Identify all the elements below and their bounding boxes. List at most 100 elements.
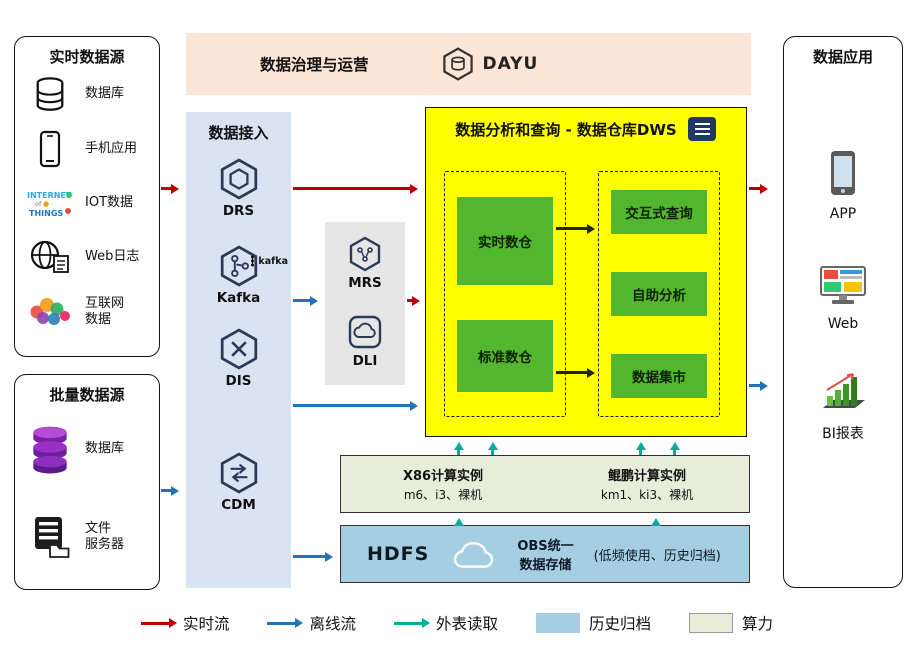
x86-specs: m6、i3、裸机 (403, 488, 483, 502)
app-item-label: Web (827, 316, 859, 332)
history-archive-swatch (536, 613, 580, 633)
app-item-web: Web (784, 265, 902, 332)
hdfs-label: HDFS (367, 543, 430, 565)
module-data-mart: 数据集市 (611, 354, 707, 398)
service-drs: DRS (186, 158, 291, 219)
svg-text:THINGS: THINGS (29, 209, 63, 218)
app-item-label: APP (829, 206, 857, 222)
dayu-logo: DAYU (441, 47, 539, 81)
service-label: Kafka (216, 290, 261, 306)
svg-text:INTERNET: INTERNET (27, 191, 72, 200)
flow-ingestion-to-dws-offline (293, 404, 415, 407)
source-item-label: Web日志 (85, 248, 140, 264)
service-mrs: MRS (325, 236, 405, 291)
legend-item-external-read: 外表读取 (393, 612, 498, 634)
bi-chart-icon (823, 373, 865, 408)
flow-realtime-sources-to-ingestion (161, 187, 176, 190)
obs-cloud-icon (454, 542, 494, 568)
processing-panel: MRS DLI (325, 222, 405, 385)
flow-dws-to-applications-realtime (749, 187, 765, 190)
dws-panel: 数据分析和查询 - 数据仓库DWS 实时数仓 标准数仓 交互式查询 自助分析 数… (425, 107, 747, 437)
flow-warehouse-to-query (556, 227, 592, 230)
legend-item-history-archive: 历史归档 (536, 612, 651, 634)
dli-icon (348, 315, 382, 349)
realtime-sources-title: 实时数据源 (49, 48, 125, 66)
legend-label: 历史归档 (589, 615, 652, 633)
offline-flow-arrow-icon (267, 621, 301, 625)
source-item-internet-data: 互联网 数据 (15, 284, 159, 340)
service-dli: DLI (325, 314, 405, 369)
mrs-icon (349, 236, 381, 272)
database-icon (21, 76, 79, 114)
source-item-label: 数据库 (85, 440, 125, 456)
svg-text:●: ● (43, 200, 49, 208)
internet-data-icon (21, 295, 79, 329)
governance-banner: 数据治理与运营 DAYU (186, 33, 751, 95)
source-item-label: 文件 服务器 (85, 520, 125, 552)
file-server-icon (21, 515, 79, 559)
kafka-wordmark-text: kafka (258, 255, 288, 267)
service-label: DIS (225, 373, 252, 389)
flow-dws-to-applications-offline (749, 384, 765, 387)
flow-compute-to-dws-4 (673, 445, 676, 455)
ingestion-panel: 数据接入 DRS kafka Kafka DIS CDM (186, 112, 291, 588)
svg-text:of: of (35, 200, 42, 208)
web-log-icon (21, 239, 79, 275)
source-item-web-log: Web日志 (15, 230, 159, 284)
source-item-mobile-app: 手机应用 (15, 122, 159, 176)
legend-label: 外表读取 (435, 615, 498, 633)
app-item-bi: BI报表 (784, 370, 902, 443)
service-kafka: kafka Kafka (186, 245, 291, 306)
obs-label: OBS统一 数据存储 (517, 539, 574, 573)
warehouse-group: 实时数仓 标准数仓 (444, 171, 566, 417)
kunpeng-compute-cell: 鲲鹏计算实例 km1、ki3、裸机 (545, 456, 749, 512)
legend-item-realtime-flow: 实时流 (140, 612, 230, 634)
legend: 实时流 离线流 外表读取 历史归档 算力 (0, 612, 914, 634)
service-label: DRS (222, 203, 255, 219)
flow-ingestion-to-storage (293, 555, 330, 558)
app-phone-icon (831, 151, 855, 195)
compute-belt: X86计算实例 m6、i3、裸机 鲲鹏计算实例 km1、ki3、裸机 (340, 455, 750, 513)
applications-panel: 数据应用 APP Web BI报表 (783, 36, 903, 588)
ingestion-title: 数据接入 (208, 124, 269, 142)
flow-warehouse-to-mart (556, 371, 592, 374)
applications-title: 数据应用 (812, 48, 873, 66)
flow-storage-to-compute-2 (654, 521, 657, 525)
kafka-icon (220, 245, 257, 287)
flow-compute-to-dws-2 (491, 445, 494, 455)
source-item-label: 数据库 (85, 86, 125, 102)
legend-item-compute-power: 算力 (689, 612, 773, 634)
cdm-icon (220, 452, 257, 494)
compute-power-swatch (689, 613, 734, 633)
legend-item-offline-flow: 离线流 (267, 612, 356, 634)
kafka-mini-icon (251, 255, 255, 267)
report-icon (687, 117, 716, 141)
source-item-label: 互联网 数据 (85, 295, 125, 327)
x86-title: X86计算实例 (402, 469, 484, 484)
service-label: MRS (348, 275, 382, 291)
flow-storage-to-compute-1 (457, 521, 460, 525)
database-stack-icon (21, 424, 79, 474)
legend-label: 实时流 (182, 615, 230, 633)
source-item-file-server: 文件 服务器 (15, 493, 159, 581)
realtime-flow-arrow-icon (140, 621, 174, 625)
source-item-batch-database: 数据库 (15, 405, 159, 493)
service-cdm: CDM (186, 452, 291, 513)
module-standard-warehouse: 标准数仓 (457, 320, 553, 392)
source-item-database: 数据库 (15, 67, 159, 122)
flow-batch-sources-to-ingestion (161, 489, 176, 492)
flow-compute-to-dws-3 (639, 445, 642, 455)
legend-label: 离线流 (309, 615, 356, 633)
dws-title-row: 数据分析和查询 - 数据仓库DWS (426, 108, 746, 142)
legend-label: 算力 (742, 615, 774, 633)
mobile-app-icon (21, 130, 79, 168)
kunpeng-specs: km1、ki3、裸机 (600, 488, 694, 502)
module-self-service-analysis: 自助分析 (611, 272, 707, 316)
x86-compute-cell: X86计算实例 m6、i3、裸机 (341, 456, 545, 512)
app-item-label: BI报表 (822, 426, 864, 442)
source-item-label: 手机应用 (85, 140, 138, 156)
